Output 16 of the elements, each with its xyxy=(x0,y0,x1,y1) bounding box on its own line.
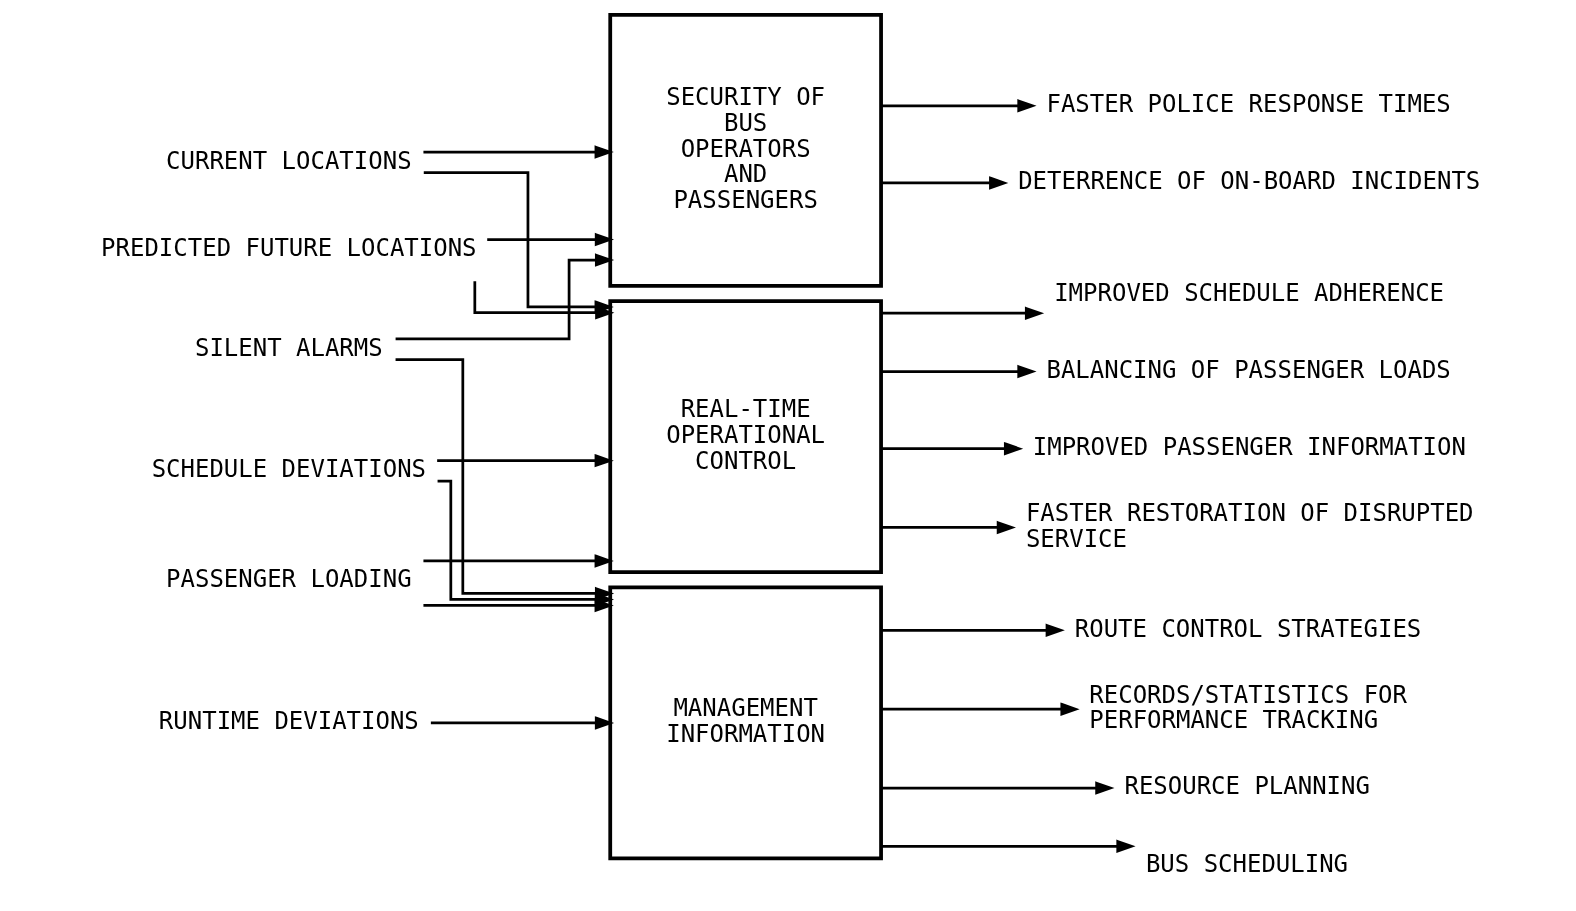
node-text: ROUTE CONTROL STRATEGIES xyxy=(1074,614,1421,643)
node-text: IMPROVED SCHEDULE ADHERENCE xyxy=(1053,278,1444,307)
node-text: PREDICTED FUTURE LOCATIONS xyxy=(100,234,477,263)
node-text: RUNTIME DEVIATIONS xyxy=(158,707,419,736)
node-text: SCHEDULE DEVIATIONS xyxy=(151,455,426,484)
node-text: BUS SCHEDULING xyxy=(1145,849,1348,878)
node-text: FASTER RESTORATION OF DISRUPTED SERVICE xyxy=(1025,498,1474,553)
node-text: BALANCING OF PASSENGER LOADS xyxy=(1045,355,1451,384)
node-text: DETERRENCE OF ON-BOARD INCIDENTS xyxy=(1017,167,1480,196)
node-text: SILENT ALARMS xyxy=(194,333,383,362)
node-text: RESOURCE PLANNING xyxy=(1123,772,1370,801)
node-text: RECORDS/STATISTICS FOR PERFORMANCE TRACKING xyxy=(1088,680,1407,735)
node-text: IMPROVED PASSENGER INFORMATION xyxy=(1032,432,1466,461)
node-text: CURRENT LOCATIONS xyxy=(165,146,412,175)
node-text: PASSENGER LOADING xyxy=(165,564,412,593)
node-text: FASTER POLICE RESPONSE TIMES xyxy=(1045,90,1451,119)
